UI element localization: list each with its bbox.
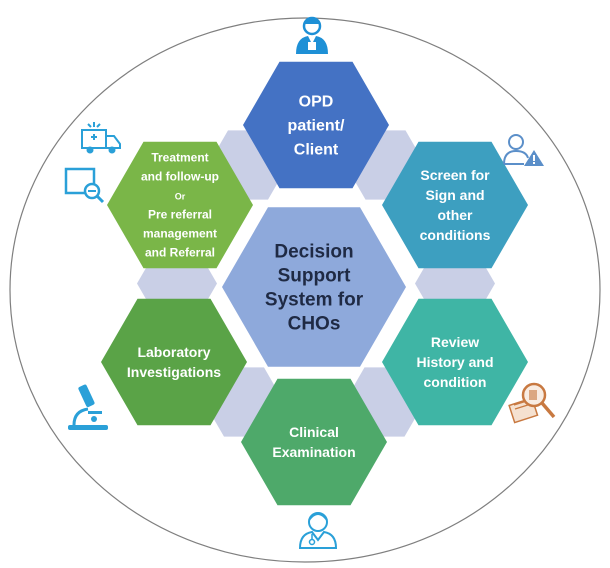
step-treatment-shape [107,141,253,269]
step-label-line: Sign and [425,187,484,203]
step-label-line: other [438,207,474,223]
monitor-icon [64,167,105,204]
step-label-line: Pre referral [148,208,212,222]
step-screen-shape [382,141,528,269]
step-label-line: Treatment [151,151,208,165]
patient-icon [296,16,328,54]
step-opd-hexagon: OPD patient/Client [243,61,389,189]
warning-user-icon [503,134,544,166]
center-label-line: Support [278,266,351,287]
ambulance-icon [81,122,121,154]
step-label-line: OPD [299,94,334,111]
center-label-line: Decision [274,242,353,263]
microscope-icon [68,384,108,430]
step-opd-shape [243,61,389,189]
step-clinical-shape [241,378,387,506]
step-label-line: Clinical [289,424,339,440]
step-label-line: management [143,227,217,241]
step-label-line: Examination [272,444,355,460]
step-label-line: Review [431,334,479,350]
step-label-line: Investigations [127,364,221,380]
step-label-line: History and [416,354,493,370]
center-hexagon-shape [222,207,406,367]
step-lab-shape [101,298,247,426]
doctor-icon [298,512,338,549]
step-label-line: and follow-up [141,170,219,184]
step-label-line: Laboratory [137,344,210,360]
step-label-line: Client [294,142,339,159]
center-label-line: System for [265,290,364,311]
step-label-line: Screen for [420,167,490,183]
step-label-line: Or [175,192,186,202]
outer-circle [9,17,601,563]
search-report-icon [508,382,556,424]
step-label-line: patient/ [288,118,345,135]
step-label-line: condition [424,374,487,390]
center-label-line: CHOs [288,314,341,335]
step-label-line: conditions [420,227,491,243]
step-review-shape [382,298,528,426]
step-label-line: and Referral [145,246,215,260]
